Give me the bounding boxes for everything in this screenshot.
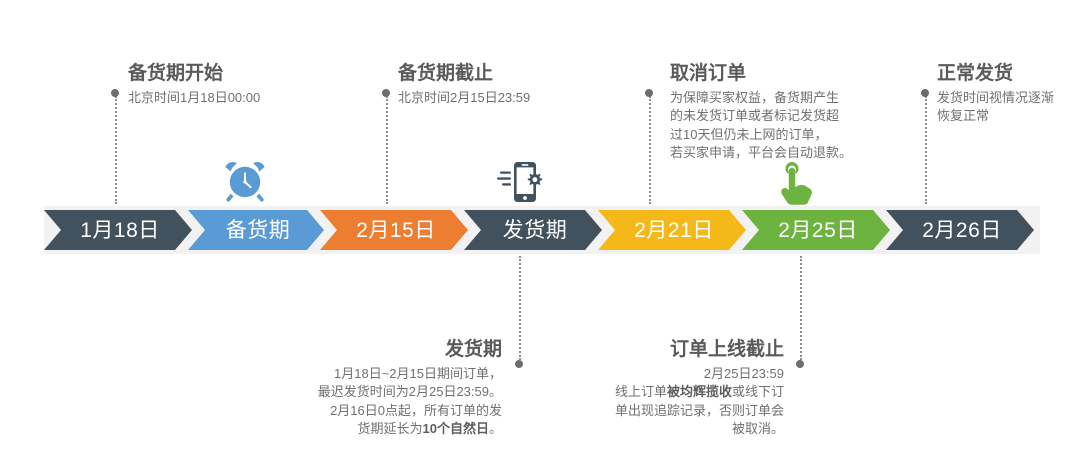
timeline-segment-0[interactable]: 1月18日	[44, 210, 192, 250]
annotation-line: 2月16日0点起，所有订单的发	[330, 402, 502, 418]
annotation-line: 最迟发货时间为2月25日23:59。	[317, 384, 502, 400]
annotation-title: 备货期截止	[398, 63, 494, 84]
annotation-top-stocking-end: 备货期截止 北京时间2月15日23:59	[398, 62, 648, 107]
timeline-segment-5[interactable]: 2月25日	[742, 210, 890, 250]
timeline-segment-4[interactable]: 2月21日	[598, 210, 746, 250]
connector-dot-top-2	[382, 89, 390, 97]
annotation-top-cancel-order: 取消订单 为保障买家权益，备货期产生 的未发货订单或者标记发货超 过10天但仍未…	[670, 62, 920, 163]
connector-line-top-2	[386, 96, 390, 204]
timeline-segment-6[interactable]: 2月26日	[886, 210, 1034, 250]
annotation-bottom-shipping-period: 发货期 1月18日~2月15日期间订单， 最迟发货时间为2月25日23:59。 …	[244, 338, 502, 439]
connector-line-bottom-1	[519, 256, 523, 360]
annotation-line: 过10天但仍未上网的订单，	[670, 126, 828, 142]
connector-line-top-3	[649, 96, 653, 204]
annotation-title: 备货期开始	[128, 63, 224, 84]
connector-line-bottom-2	[800, 256, 804, 360]
annotation-line: 北京时间2月15日23:59	[398, 89, 531, 105]
timeline-segment-3[interactable]: 发货期	[464, 210, 602, 250]
phone-gear-icon	[496, 160, 544, 204]
annotation-line: 发货时间视情况逐渐	[937, 89, 1055, 105]
connector-dot-top-1	[111, 89, 119, 97]
timeline-segment-2[interactable]: 2月15日	[320, 210, 468, 250]
annotation-line: 2月25日23:59	[703, 365, 784, 381]
annotation-line: 的未发货订单或者标记发货超	[670, 108, 840, 124]
annotation-line: 货期延长为10个自然日。	[357, 421, 503, 437]
timeline-segment-1[interactable]: 备货期	[188, 210, 324, 250]
annotation-top-normal-shipping: 正常发货 发货时间视情况逐渐 恢复正常	[937, 62, 1080, 126]
annotation-line: 若买家申请，平台会自动退款。	[670, 145, 853, 161]
annotation-line: 1月18日~2月15日期间订单，	[334, 365, 502, 381]
annotation-body: 为保障买家权益，备货期产生 的未发货订单或者标记发货超 过10天但仍未上网的订单…	[670, 89, 920, 163]
annotation-body: 北京时间2月15日23:59	[398, 89, 648, 107]
timeline-segment-label: 2月25日	[778, 218, 858, 242]
connector-line-top-4	[925, 96, 929, 204]
connector-dot-bottom-1	[515, 360, 523, 368]
connector-dot-bottom-2	[796, 360, 804, 368]
connector-dot-top-3	[645, 89, 653, 97]
annotation-title: 取消订单	[670, 63, 747, 84]
alarm-clock-icon	[222, 158, 268, 204]
annotation-bottom-order-online-deadline: 订单上线截止 2月25日23:59 线上订单被均辉揽收或线下订 单出现追踪记录，…	[528, 338, 784, 439]
annotation-title: 发货期	[444, 339, 502, 360]
timeline-segment-label: 2月15日	[356, 218, 436, 242]
annotation-title: 订单上线截止	[669, 339, 784, 360]
tap-hand-icon	[774, 160, 818, 206]
timeline-segment-label: 2月21日	[634, 218, 714, 242]
annotation-body: 北京时间1月18日00:00	[128, 89, 368, 107]
annotation-body: 1月18日~2月15日期间订单， 最迟发货时间为2月25日23:59。 2月16…	[244, 365, 502, 439]
annotation-line: 北京时间1月18日00:00	[128, 89, 261, 105]
annotation-line: 为保障买家权益，备货期产生	[670, 89, 840, 105]
annotation-line: 线上订单被均辉揽收或线下订	[614, 384, 784, 400]
annotation-body: 发货时间视情况逐渐 恢复正常	[937, 89, 1080, 126]
timeline-segment-label: 2月26日	[922, 218, 1002, 242]
annotation-top-stocking-start: 备货期开始 北京时间1月18日00:00	[128, 62, 368, 107]
annotation-title: 正常发货	[937, 63, 1014, 84]
timeline-segment-label: 备货期	[225, 218, 291, 242]
connector-line-top-1	[115, 96, 119, 204]
annotation-line: 恢复正常	[937, 108, 990, 124]
annotation-body: 2月25日23:59 线上订单被均辉揽收或线下订 单出现追踪记录，否则订单会 被…	[528, 365, 784, 439]
annotation-line: 单出现追踪记录，否则订单会	[614, 402, 784, 418]
timeline-segment-label: 发货期	[502, 218, 568, 242]
connector-dot-top-4	[921, 89, 929, 97]
timeline-segment-label: 1月18日	[80, 218, 160, 242]
annotation-line: 被取消。	[731, 421, 784, 437]
